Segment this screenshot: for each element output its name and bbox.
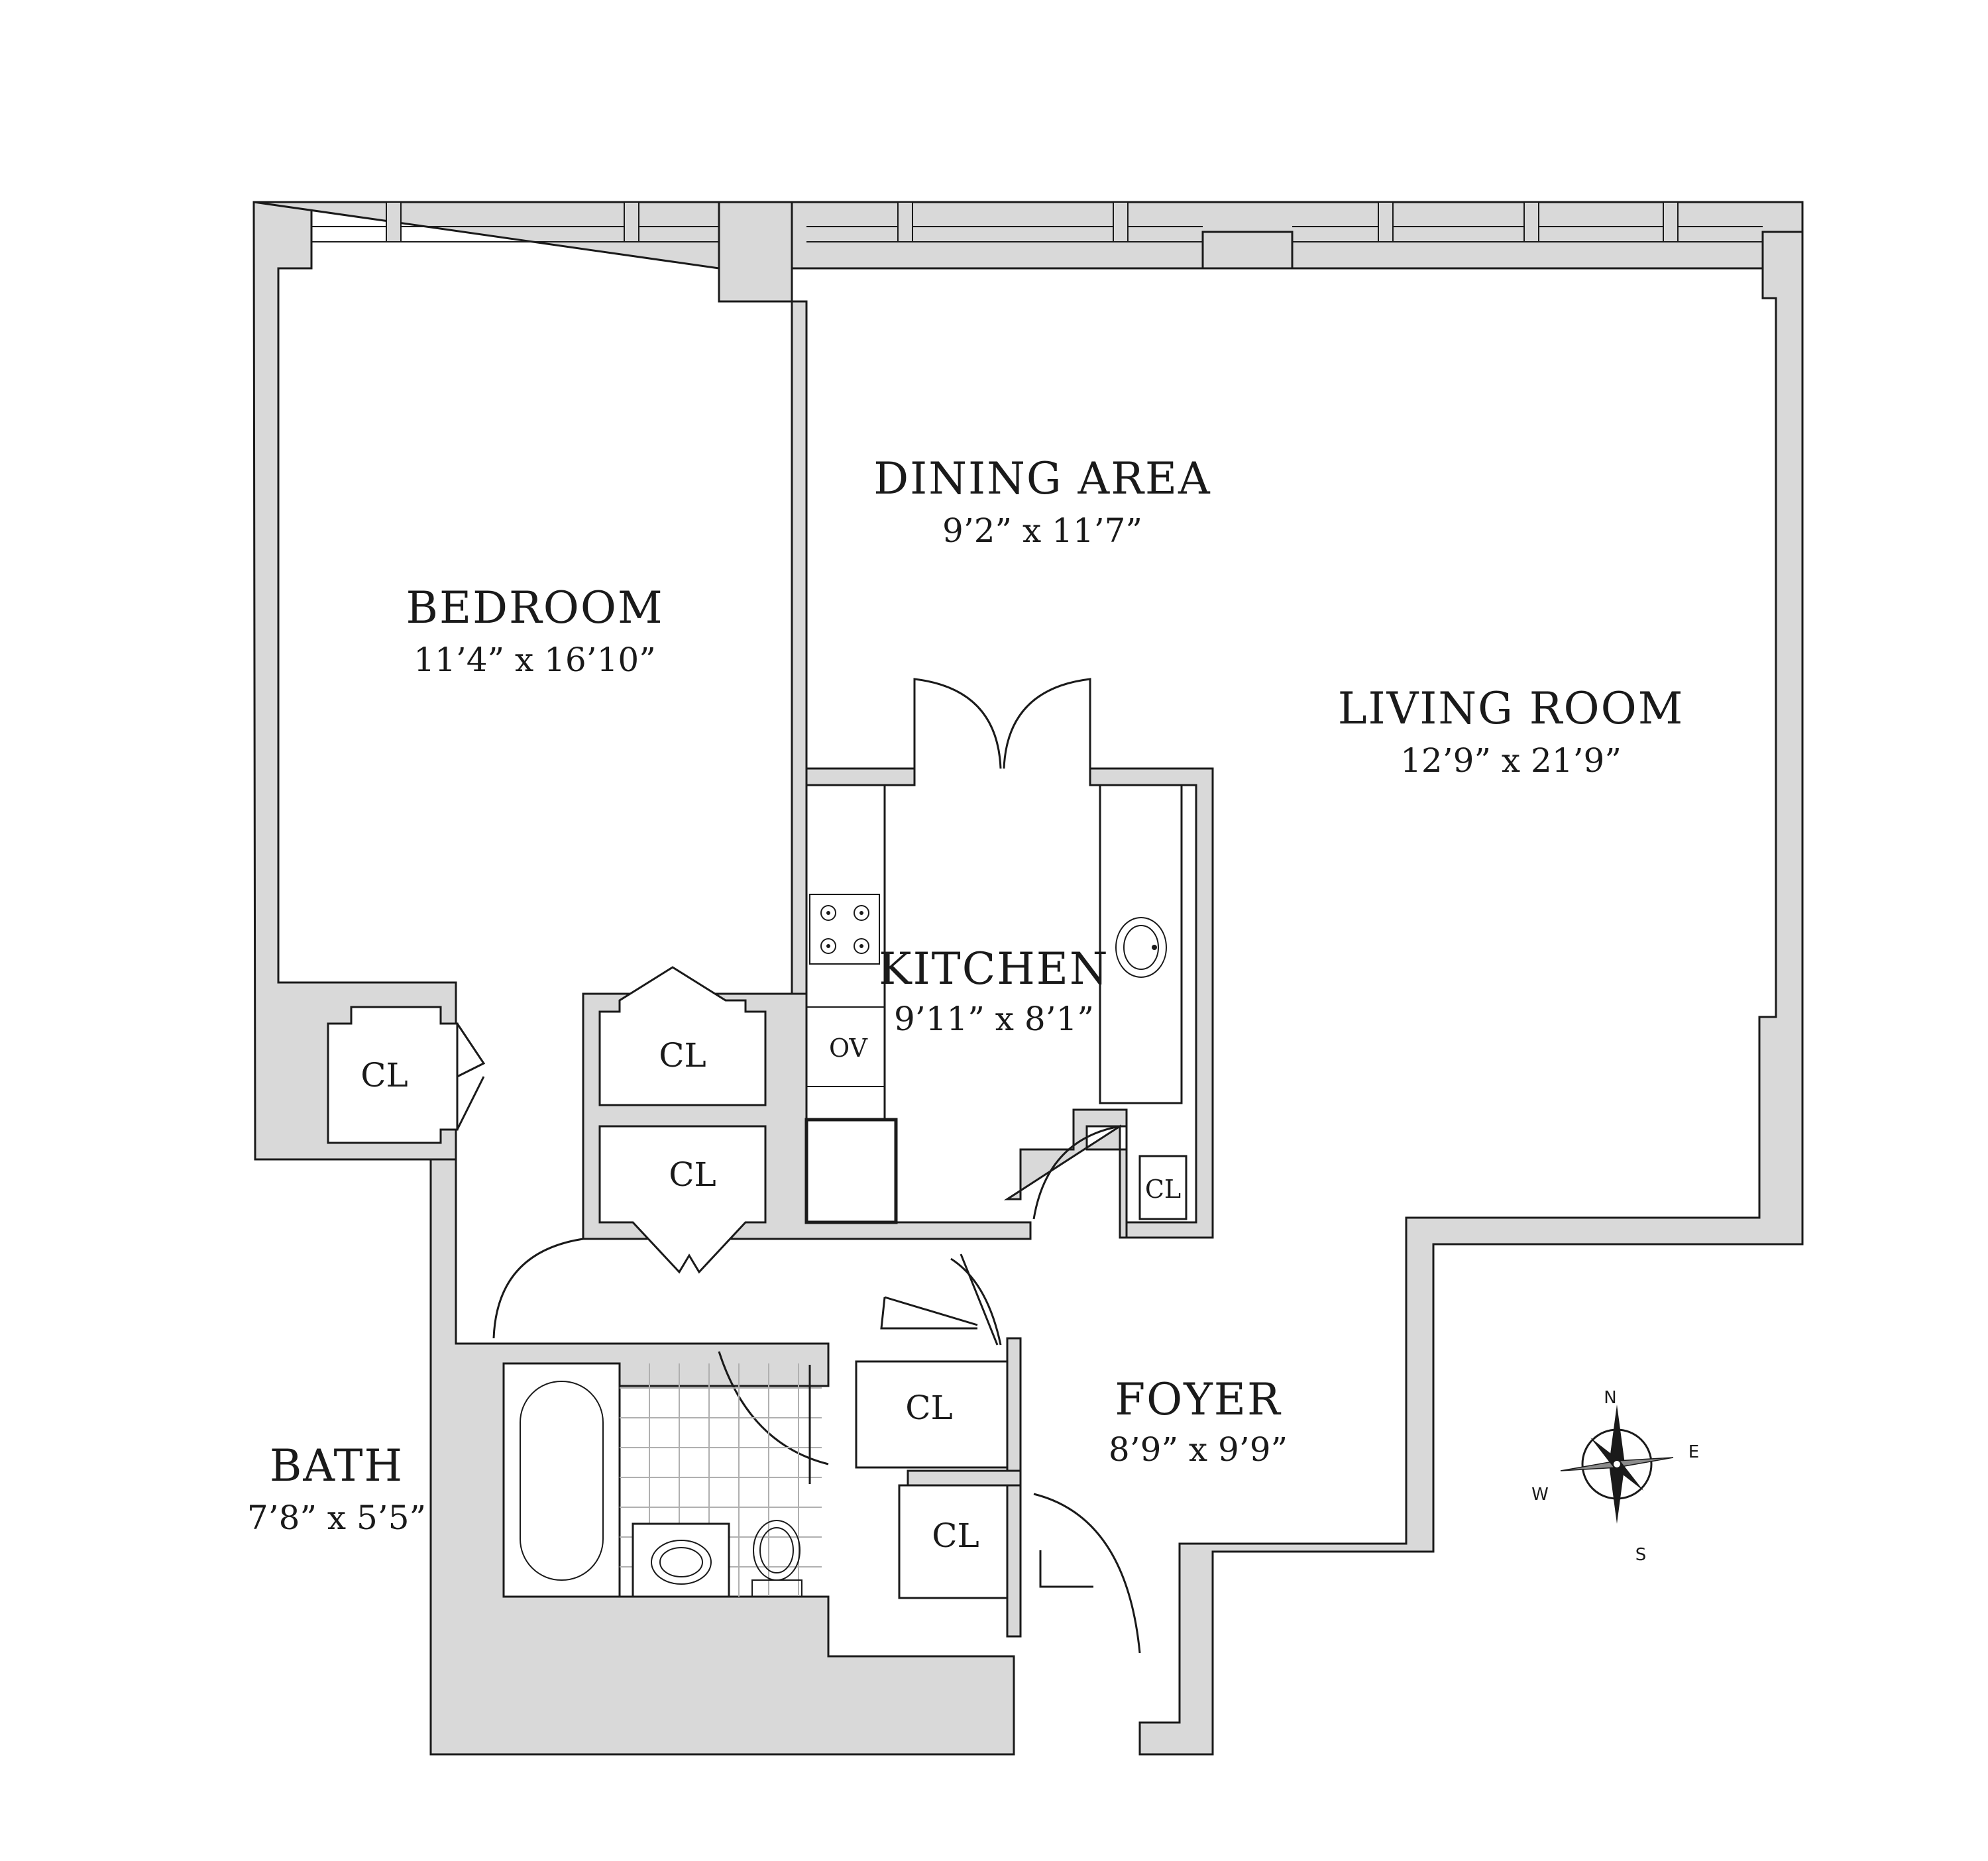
east-wall xyxy=(1138,231,1804,1756)
foyer-closet-wall-1 xyxy=(1006,1337,1022,1482)
foyer-closet-door-side xyxy=(880,1296,978,1330)
window-mullion xyxy=(1113,201,1129,242)
north-wall xyxy=(253,201,1804,299)
bedroom-partition xyxy=(791,300,808,995)
kitchen-closet-label: CL xyxy=(1145,1175,1181,1204)
dining-area-dims: 9’2” x 11’7” xyxy=(942,511,1142,550)
hall-closet-upper-outline xyxy=(598,966,767,1106)
kitchen-sink-icon xyxy=(1115,917,1167,978)
bedroom-dims: 11’4” x 16’10” xyxy=(414,641,656,679)
kitchen-closet-outline xyxy=(1138,1155,1187,1220)
kitchen-door-left xyxy=(913,678,1002,769)
compass-icon: N S E W xyxy=(1531,1388,1699,1565)
hall-closet-upper-label: CL xyxy=(659,1036,706,1075)
kitchen-swing-door xyxy=(1032,1125,1128,1220)
compass-west-label: W xyxy=(1531,1485,1549,1505)
column-north-center xyxy=(718,201,793,303)
foyer-dims: 8’9” x 9’9” xyxy=(1109,1430,1288,1469)
kitchen-wall-left-top xyxy=(805,767,916,786)
oven-label: OV xyxy=(829,1034,867,1063)
bath-dims: 7’8” x 5’5” xyxy=(247,1499,426,1537)
foyer-closet-upper-label: CL xyxy=(905,1389,952,1427)
hall-closets xyxy=(598,966,767,1274)
bathroom-fixtures xyxy=(502,1362,822,1598)
foyer-name: FOYER xyxy=(1115,1374,1282,1425)
toilet-icon xyxy=(751,1520,802,1597)
living-room-dims: 12’9” x 21’9” xyxy=(1400,741,1622,780)
bedroom-closet xyxy=(327,1006,486,1144)
hall-closet-lower-label: CL xyxy=(669,1155,716,1194)
bathtub xyxy=(502,1362,621,1598)
refrigerator xyxy=(804,1118,898,1224)
windows xyxy=(311,201,1763,242)
bath-sink-icon xyxy=(651,1540,712,1585)
foyer-closet-wall-2 xyxy=(907,1469,1022,1487)
foyer-closet-door-upper xyxy=(950,1253,1002,1346)
bedroom-name: BEDROOM xyxy=(406,582,663,633)
window-mullion xyxy=(1523,201,1539,242)
bedroom-closet-doors xyxy=(456,1023,486,1130)
bath-vanity xyxy=(632,1522,730,1598)
foyer-closet-lower-outline xyxy=(898,1484,1009,1599)
hall-closet-lower-outline xyxy=(598,1125,767,1274)
entry-door-swing xyxy=(1033,1493,1141,1654)
window-mullion xyxy=(386,201,402,242)
foyer-closet-upper-outline xyxy=(855,1360,1009,1469)
bedroom-closet-label: CL xyxy=(360,1056,408,1094)
kitchen-dims: 9’11” x 8’1” xyxy=(894,1000,1094,1038)
window-mullion xyxy=(1663,201,1679,242)
living-room-name: LIVING ROOM xyxy=(1338,683,1684,734)
bathtub-basin xyxy=(520,1381,604,1581)
foyer-closet-wall-3 xyxy=(1006,1484,1022,1638)
foyer-closet-lower-label: CL xyxy=(932,1516,979,1555)
compass-north-label: N xyxy=(1604,1388,1616,1408)
compass-south-label: S xyxy=(1635,1545,1647,1565)
window-mullion xyxy=(897,201,913,242)
column-north-east xyxy=(1201,231,1294,270)
room-labels: DINING AREA 9’2” x 11’7” BEDROOM 11’4” x… xyxy=(247,453,1684,1555)
bath-name: BATH xyxy=(270,1440,404,1491)
compass-east-label: E xyxy=(1688,1442,1699,1462)
kitchen-wall-lower xyxy=(1003,1108,1128,1239)
bath-hall-door-swing xyxy=(492,1238,584,1339)
stove-icon xyxy=(809,894,880,965)
window-mullion xyxy=(1378,201,1394,242)
window-mullion xyxy=(624,201,639,242)
kitchen-fixtures xyxy=(804,678,1183,1224)
dining-area-name: DINING AREA xyxy=(873,453,1211,504)
kitchen-door-right xyxy=(1003,678,1091,769)
kitchen-counter-right xyxy=(1099,784,1183,1104)
kitchen-name: KITCHEN xyxy=(879,943,1109,994)
